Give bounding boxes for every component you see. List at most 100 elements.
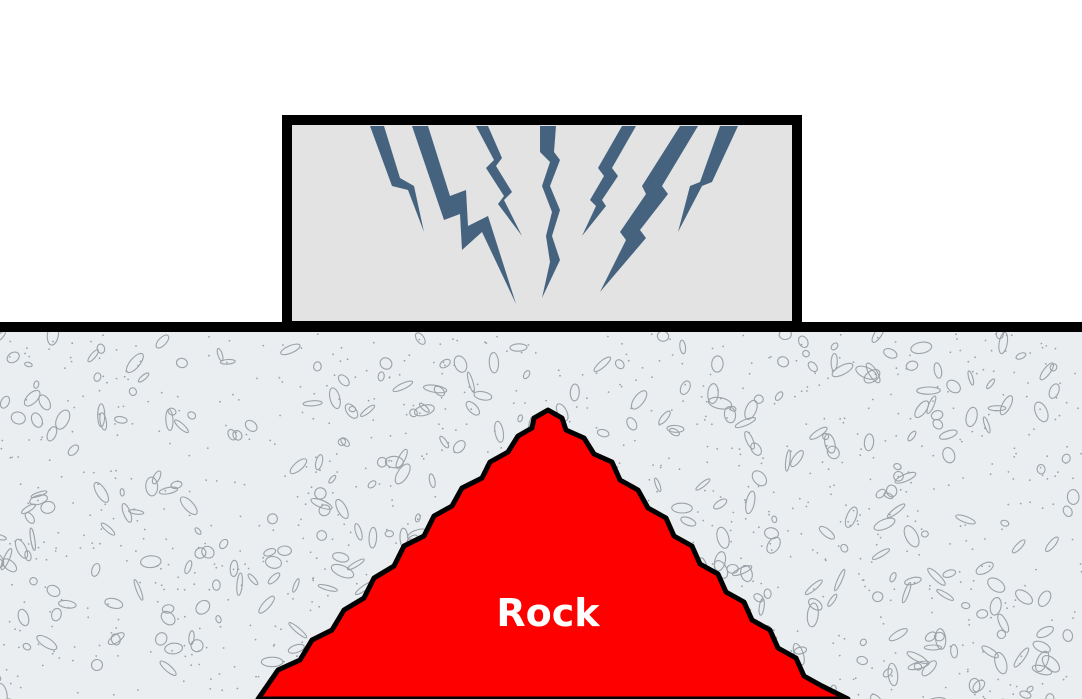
aggregate-speck xyxy=(884,440,887,442)
aggregate-speck xyxy=(86,607,89,610)
aggregate-speck xyxy=(995,333,997,335)
aggregate-pebble xyxy=(996,629,1007,640)
aggregate-speck xyxy=(1033,428,1035,430)
aggregate-pebble xyxy=(188,630,195,646)
aggregate-speck xyxy=(1045,345,1048,347)
aggregate-speck xyxy=(123,375,126,378)
aggregate-speck xyxy=(18,646,20,649)
aggregate-speck xyxy=(208,354,210,357)
aggregate-speck xyxy=(99,542,101,545)
aggregate-pebble xyxy=(907,430,917,442)
aggregate-speck xyxy=(992,370,995,373)
aggregate-speck xyxy=(742,334,745,337)
aggregate-pebble xyxy=(914,400,930,419)
aggregate-speck xyxy=(117,618,120,621)
aggregate-pebble xyxy=(414,332,426,345)
aggregate-speck xyxy=(225,424,227,427)
aggregate-speck xyxy=(292,598,294,600)
aggregate-pebble xyxy=(887,662,899,687)
aggregate-speck xyxy=(496,335,498,338)
aggregate-pebble xyxy=(219,538,229,550)
aggregate-speck xyxy=(395,542,397,544)
aggregate-pebble xyxy=(154,632,168,646)
aggregate-speck xyxy=(182,680,185,683)
aggregate-pebble xyxy=(354,523,363,541)
aggregate-speck xyxy=(296,495,299,498)
aggregate-pebble xyxy=(38,394,52,411)
aggregate-pebble xyxy=(24,550,32,562)
aggregate-speck xyxy=(867,407,870,410)
aggregate-speck xyxy=(142,537,145,540)
aggregate-speck xyxy=(1018,663,1021,665)
aggregate-speck xyxy=(860,448,862,451)
aggregate-speck xyxy=(227,598,230,601)
aggregate-speck xyxy=(297,524,300,527)
aggregate-pebble xyxy=(227,428,237,441)
aggregate-speck xyxy=(439,343,442,345)
aggregate-speck xyxy=(839,678,841,681)
aggregate-speck xyxy=(893,588,896,591)
aggregate-speck xyxy=(37,546,40,549)
aggregate-speck xyxy=(279,414,281,417)
aggregate-speck xyxy=(1,439,4,442)
aggregate-speck xyxy=(1041,507,1044,510)
aggregate-speck xyxy=(82,395,84,398)
aggregate-pebble xyxy=(1037,590,1052,607)
aggregate-speck xyxy=(139,581,142,584)
aggregate-speck xyxy=(58,657,61,659)
aggregate-speck xyxy=(177,576,180,579)
aggregate-pebble xyxy=(367,480,377,489)
aggregate-pebble xyxy=(771,515,778,524)
aggregate-pebble xyxy=(36,634,58,651)
aggregate-speck xyxy=(696,511,699,513)
aggregate-speck xyxy=(206,447,209,449)
aggregate-pebble xyxy=(2,558,18,573)
aggregate-speck xyxy=(882,622,885,625)
aggregate-speck xyxy=(40,438,43,441)
aggregate-speck xyxy=(188,514,191,517)
aggregate-speck xyxy=(716,448,719,450)
aggregate-speck xyxy=(748,431,750,434)
aggregate-speck xyxy=(795,359,798,362)
aggregate-pebble xyxy=(346,558,365,571)
aggregate-pebble xyxy=(0,395,11,409)
aggregate-speck xyxy=(768,356,771,359)
aggregate-speck xyxy=(744,518,747,520)
aggregate-speck xyxy=(392,505,394,507)
aggregate-pebble xyxy=(707,383,719,405)
aggregate-pebble xyxy=(886,503,906,519)
aggregate-speck xyxy=(37,499,39,502)
aggregate-texture xyxy=(0,330,1082,699)
aggregate-speck xyxy=(204,542,207,545)
aggregate-pebble xyxy=(219,358,236,365)
aggregate-speck xyxy=(527,344,530,346)
aggregate-pebble xyxy=(778,330,792,341)
aggregate-pebble xyxy=(376,456,388,468)
aggregate-pebble xyxy=(936,589,955,601)
aggregate-speck xyxy=(372,341,375,344)
aggregate-speck xyxy=(682,400,684,402)
aggregate-speck xyxy=(125,370,128,373)
aggregate-speck xyxy=(100,509,103,511)
aggregate-speck xyxy=(210,678,212,680)
aggregate-pebble xyxy=(244,419,258,432)
aggregate-pebble xyxy=(46,426,58,442)
aggregate-speck xyxy=(115,349,118,351)
aggregate-speck xyxy=(197,650,200,652)
crack-7 xyxy=(678,126,738,232)
aggregate-speck xyxy=(54,550,57,552)
aggregate-speck xyxy=(982,368,985,371)
aggregate-speck xyxy=(389,435,392,437)
aggregate-pebble xyxy=(1000,519,1010,527)
aggregate-speck xyxy=(135,550,137,553)
aggregate-speck xyxy=(24,352,26,355)
aggregate-speck xyxy=(958,570,961,573)
aggregate-pebble xyxy=(863,433,875,452)
aggregate-speck xyxy=(1039,408,1041,411)
aggregate-speck xyxy=(545,399,547,402)
aggregate-pebble xyxy=(104,597,124,610)
aggregate-speck xyxy=(758,526,760,529)
aggregate-pebble xyxy=(888,628,908,642)
aggregate-pebble xyxy=(950,643,959,659)
aggregate-speck xyxy=(272,529,275,532)
